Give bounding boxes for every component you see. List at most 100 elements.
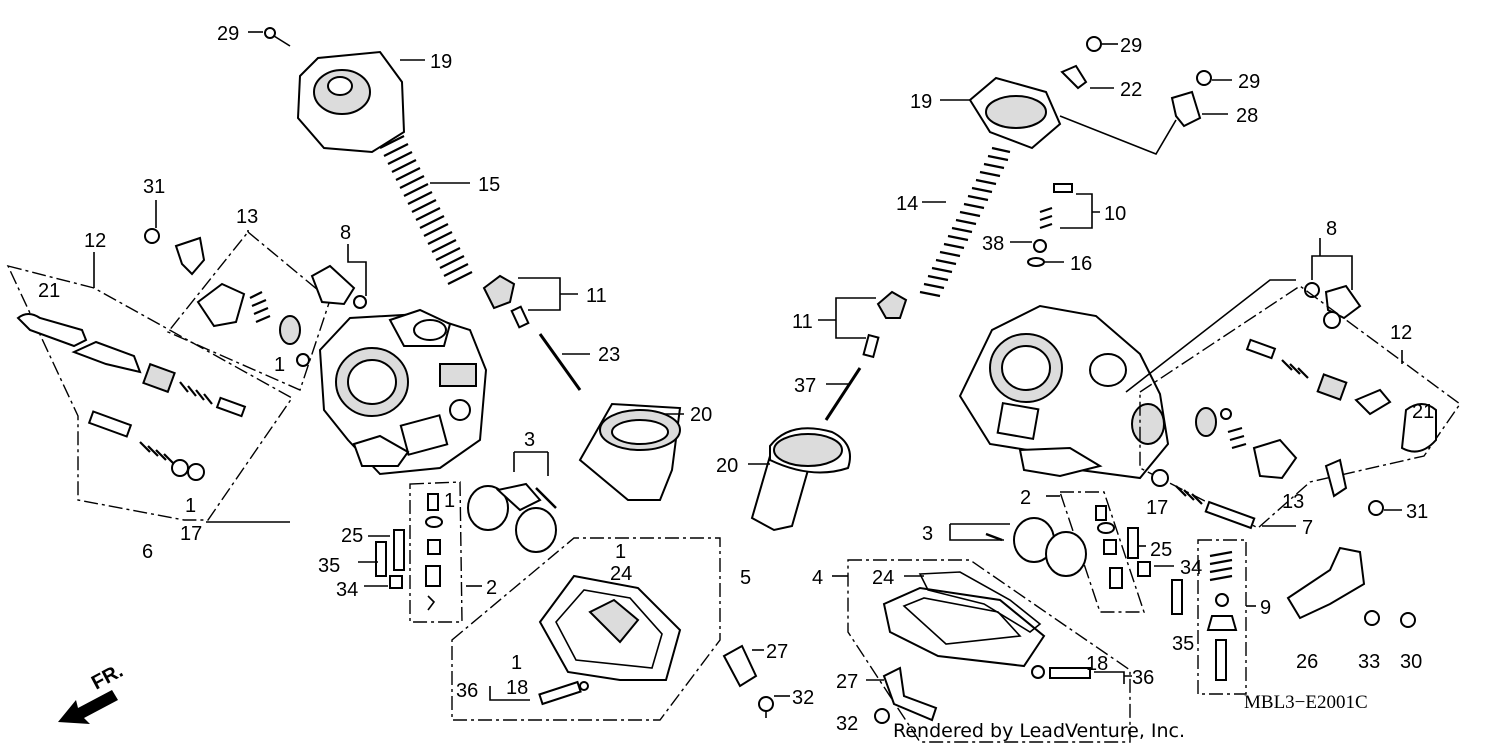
- callout-31: 31: [143, 176, 165, 198]
- callout-32: 32: [792, 687, 814, 709]
- throttle-stop-screw-part: [87, 410, 205, 481]
- callout-25: 25: [1150, 539, 1172, 561]
- callout-7: 7: [1302, 517, 1313, 539]
- starter-valve-part: [1304, 282, 1362, 329]
- callout-21: 21: [38, 280, 60, 302]
- jet-parts: [1127, 527, 1183, 615]
- vacuum-piston-part: [482, 274, 530, 329]
- bracket-27-part: [722, 644, 758, 688]
- throttle-cable-holder-part: [1245, 338, 1437, 453]
- air-funnel-part: [578, 402, 682, 501]
- left-carburetor-body: [318, 308, 488, 476]
- mounting-bracket-part: [1286, 546, 1416, 628]
- jet-needle-part: [538, 333, 582, 391]
- left-callout-labels: 29 19 15 31 13 12 21 8 1 11 23 1 17 6 3 …: [38, 23, 814, 709]
- callout-32: 32: [836, 713, 858, 735]
- callout-33: 33: [1358, 651, 1380, 673]
- front-direction-arrow: [58, 690, 118, 724]
- starter-valve-part: [310, 264, 367, 309]
- callout-17: 17: [1146, 497, 1168, 519]
- screw-part: [264, 27, 291, 47]
- jet-parts: [375, 529, 405, 589]
- callout-28: 28: [1236, 105, 1258, 127]
- callout-10: 10: [1104, 203, 1126, 225]
- jet-needle-part: [824, 367, 862, 421]
- callout-37: 37: [794, 375, 816, 397]
- throttle-cable-holder-part: [16, 313, 247, 418]
- callout-8: 8: [1326, 218, 1337, 240]
- right-callout-labels: 29 22 29 19 28 14 10 38 16 8 11 12 37 21…: [716, 35, 1434, 735]
- spring-part: [379, 135, 473, 285]
- callout-36: 36: [1132, 667, 1154, 689]
- air-funnel-part: [750, 427, 851, 532]
- bracket-screw-part: [1324, 458, 1384, 516]
- float-part: [467, 482, 557, 553]
- callout-23: 23: [598, 344, 620, 366]
- screw-spring-part: [1027, 183, 1073, 267]
- callout-35: 35: [1172, 633, 1194, 655]
- callout-29: 29: [217, 23, 239, 45]
- clip-part: [1170, 90, 1202, 128]
- screw-32-part: [874, 708, 890, 724]
- callout-18: 18: [1086, 653, 1108, 675]
- drain-screw-part: [1031, 665, 1091, 679]
- callout-1e: 1: [511, 652, 522, 674]
- screw-32-part: [758, 696, 774, 718]
- throttle-stop-screw-part: [1151, 469, 1256, 530]
- callout-18: 18: [506, 677, 528, 699]
- callout-12: 12: [84, 230, 106, 252]
- callout-8: 8: [340, 222, 351, 244]
- render-credit: Rendered by LeadVenture, Inc.: [893, 720, 1185, 742]
- callout-19: 19: [430, 51, 452, 73]
- callout-16: 16: [1070, 253, 1092, 275]
- diagram-part-code: MBL3−E2001C: [1244, 692, 1368, 713]
- callout-20: 20: [690, 404, 712, 426]
- callout-9: 9: [1260, 597, 1271, 619]
- callout-13: 13: [236, 206, 258, 228]
- callout-12: 12: [1390, 322, 1412, 344]
- callout-29a: 29: [1120, 35, 1142, 57]
- float-valve-part: [425, 493, 443, 611]
- callout-11: 11: [586, 285, 607, 307]
- callout-29b: 29: [1238, 71, 1260, 93]
- callout-2: 2: [486, 577, 497, 599]
- callout-22: 22: [1120, 79, 1142, 101]
- diaphragm-cover-part: [968, 76, 1062, 150]
- callout-3: 3: [922, 523, 933, 545]
- callout-1a: 1: [274, 354, 285, 376]
- drain-screw-part: [538, 680, 589, 706]
- callout-24: 24: [610, 563, 632, 585]
- callout-26: 26: [1296, 651, 1318, 673]
- bracket-screw-part: [144, 228, 206, 276]
- callout-5: 5: [740, 567, 751, 589]
- spring-part: [919, 146, 1011, 298]
- idle-screw-part: [1206, 550, 1238, 681]
- callout-36: 36: [456, 680, 478, 702]
- callout-34: 34: [1180, 557, 1202, 579]
- callout-31: 31: [1406, 501, 1428, 523]
- choke-cover-part: [1195, 407, 1298, 480]
- callout-6: 6: [142, 541, 153, 563]
- right-carburetor-body: [958, 304, 1170, 480]
- vacuum-piston-part: [862, 290, 908, 359]
- callout-24: 24: [872, 567, 894, 589]
- callout-15: 15: [478, 174, 500, 196]
- callout-4: 4: [812, 567, 823, 589]
- choke-cover-part: [196, 282, 310, 367]
- screw-part: [1086, 36, 1212, 86]
- callout-19: 19: [910, 91, 932, 113]
- callout-13: 13: [1282, 491, 1304, 513]
- callout-20: 20: [716, 455, 738, 477]
- callout-17: 17: [180, 523, 202, 545]
- float-part: [985, 517, 1087, 577]
- callout-38: 38: [982, 233, 1004, 255]
- front-direction-label: FR.: [88, 660, 127, 695]
- callout-1d: 1: [615, 541, 626, 563]
- clamp-part: [1060, 64, 1088, 90]
- callout-14: 14: [896, 193, 918, 215]
- callout-1b: 1: [185, 495, 196, 517]
- callout-34: 34: [336, 579, 358, 601]
- callout-2: 2: [1020, 487, 1031, 509]
